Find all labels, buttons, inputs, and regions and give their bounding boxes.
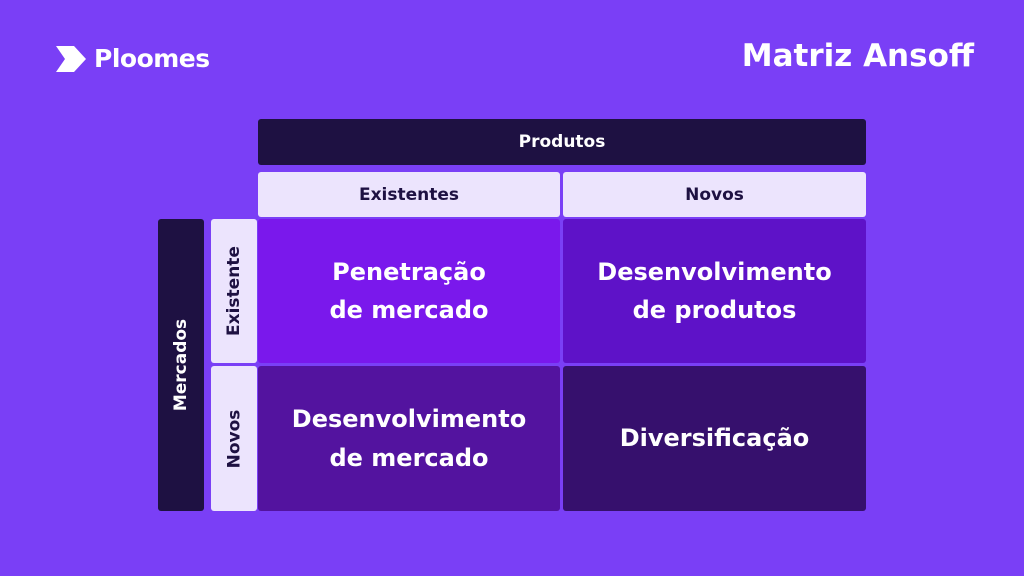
column-new-label: Novos — [685, 184, 744, 205]
cell-market-development-line1: Desenvolvimento — [291, 405, 527, 434]
products-header: Produtos — [258, 119, 866, 165]
cell-market-penetration-line2: de mercado — [329, 296, 489, 324]
cell-market-penetration: Penetração de mercado — [258, 219, 560, 363]
cell-diversification: Diversificação — [563, 366, 866, 511]
column-new-header: Novos — [563, 172, 866, 217]
products-header-label: Produtos — [518, 132, 606, 152]
row-new-label: Novos — [224, 409, 245, 468]
page-title: Matriz Ansoff — [741, 38, 974, 74]
column-existing-header: Existentes — [258, 172, 560, 217]
markets-header: Mercados — [158, 219, 204, 511]
brand-logo: Ploomes — [56, 44, 210, 73]
cell-diversification-line1: Diversificação — [619, 424, 810, 453]
ploomes-arrow-logo-icon — [56, 45, 86, 72]
cell-product-development: Desenvolvimento de produtos — [563, 219, 866, 363]
cell-market-penetration-line1: Penetração — [332, 257, 486, 286]
cell-product-development-line1: Desenvolvimento — [597, 257, 832, 286]
row-existing-header: Existente — [211, 219, 257, 363]
cell-product-development-line2: de produtos — [632, 296, 797, 324]
row-new-header: Novos — [211, 366, 257, 511]
row-existing-label: Existente — [224, 246, 245, 336]
brand-name: Ploomes — [94, 44, 210, 73]
cell-market-development-line2: de mercado — [329, 443, 489, 472]
column-existing-label: Existentes — [358, 184, 460, 205]
cell-market-development: Desenvolvimento de mercado — [258, 366, 560, 511]
markets-header-label: Mercados — [171, 318, 192, 412]
